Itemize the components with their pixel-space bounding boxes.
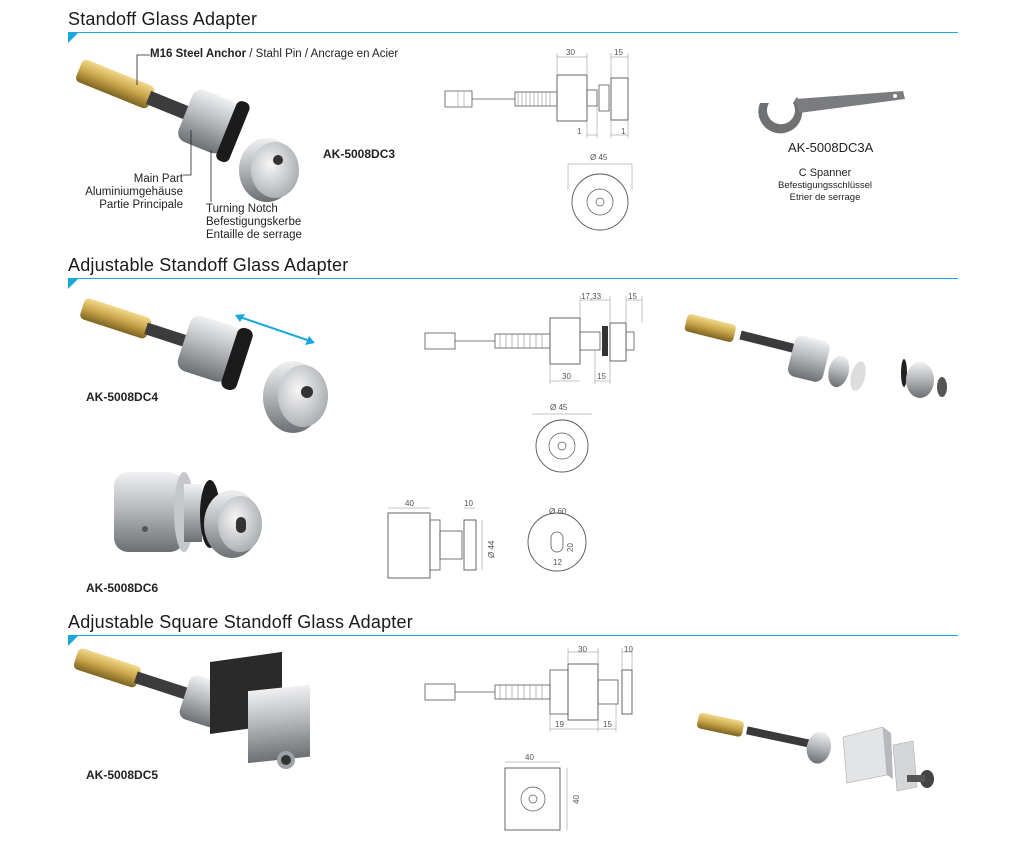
dim-1a: 1 bbox=[577, 127, 582, 136]
adjustable-adapter-image bbox=[80, 298, 328, 433]
dim-19: 19 bbox=[555, 720, 564, 729]
flush-adapter-image bbox=[114, 472, 262, 558]
turning-notch-label: Turning Notch Befestigungskerbe Entaille… bbox=[206, 203, 302, 242]
square-exploded-view bbox=[697, 712, 934, 792]
c-spanner-image bbox=[758, 91, 905, 134]
section-corner-marker bbox=[68, 636, 78, 646]
section-title-standoff: Standoff Glass Adapter bbox=[68, 9, 258, 29]
section-rule bbox=[68, 278, 958, 279]
dim-1b: 1 bbox=[621, 127, 626, 136]
dim-12: 12 bbox=[553, 558, 562, 567]
section-rule bbox=[68, 32, 958, 33]
dim-10: 10 bbox=[624, 645, 633, 654]
anchor-label: M16 Steel Anchor / Stahl Pin / Ancrage e… bbox=[150, 48, 398, 61]
product-code-dc4: AK-5008DC4 bbox=[86, 390, 159, 404]
dim-40: 40 bbox=[405, 499, 414, 508]
dim-15: 15 bbox=[614, 48, 623, 57]
product-code-dc5: AK-5008DC5 bbox=[86, 768, 159, 782]
standoff-adapter-image bbox=[76, 59, 299, 202]
main-part-leader-line bbox=[183, 130, 192, 176]
dim-17-33: 17,33 bbox=[581, 292, 602, 301]
flush-tech-drawing-front: Ø 60 20 12 bbox=[527, 507, 587, 572]
section-corner-marker bbox=[68, 33, 78, 43]
adjustable-tech-drawing-front: Ø 45 bbox=[532, 403, 592, 473]
turning-notch-leader-line bbox=[210, 150, 212, 202]
dim-20: 20 bbox=[566, 543, 575, 552]
standoff-tech-drawing-side bbox=[444, 53, 629, 138]
flush-tech-drawing-side: 40 10 Ø 44 bbox=[387, 499, 496, 579]
turning-notch-de: Befestigungskerbe bbox=[206, 216, 302, 228]
section-corner-marker bbox=[68, 279, 78, 289]
dim-10: 10 bbox=[464, 499, 473, 508]
spanner-label-en: C Spanner bbox=[798, 167, 852, 179]
dim-h40: 40 bbox=[572, 795, 581, 804]
square-adapter-image bbox=[73, 648, 310, 769]
dim-15: 15 bbox=[603, 720, 612, 729]
standoff-tech-dims: 30 15 1 1 bbox=[566, 48, 626, 136]
dim-30: 30 bbox=[578, 645, 587, 654]
dim-dia44: Ø 44 bbox=[487, 540, 496, 558]
spanner-label: C Spanner Befestigungsschlüssel Etrier d… bbox=[760, 167, 890, 204]
dim-dia45: Ø 45 bbox=[550, 403, 568, 412]
section-title-adjustable: Adjustable Standoff Glass Adapter bbox=[68, 255, 349, 275]
anchor-leader-line bbox=[136, 54, 150, 85]
dim-w40: 40 bbox=[525, 753, 534, 762]
spanner-code: AK-5008DC3A bbox=[788, 140, 874, 155]
dim-30: 30 bbox=[566, 48, 575, 57]
spanner-label-de: Befestigungsschlüssel bbox=[778, 180, 872, 191]
main-part-en: Main Part bbox=[133, 173, 183, 185]
anchor-label-main: M16 Steel Anchor bbox=[150, 48, 247, 60]
turning-notch-fr: Entaille de serrage bbox=[206, 229, 302, 241]
dim-dia45: Ø 45 bbox=[590, 153, 608, 162]
adjustable-tech-drawing-side: 17,33 15 30 15 bbox=[424, 292, 643, 384]
square-tech-drawing-side: 30 10 19 15 bbox=[424, 645, 633, 732]
anchor-label-rest: / Stahl Pin / Ancrage en Acier bbox=[246, 48, 399, 60]
standoff-tech-drawing-front: Ø 45 bbox=[567, 153, 633, 231]
square-tech-drawing-front: 40 40 bbox=[504, 753, 581, 831]
dim-dia60: Ø 60 bbox=[549, 507, 567, 516]
section-title-square: Adjustable Square Standoff Glass Adapter bbox=[68, 612, 413, 632]
section-rule bbox=[68, 635, 958, 636]
adjustable-exploded-view bbox=[684, 314, 947, 398]
dim-15b: 15 bbox=[597, 372, 606, 381]
product-code-dc3: AK-5008DC3 bbox=[323, 147, 396, 161]
main-part-label: Main Part Aluminiumgehäuse Partie Princi… bbox=[70, 173, 183, 212]
main-part-fr: Partie Principale bbox=[99, 199, 183, 211]
spanner-label-fr: Etrier de serrage bbox=[789, 192, 861, 203]
dim-15: 15 bbox=[628, 292, 637, 301]
product-code-dc6: AK-5008DC6 bbox=[86, 581, 159, 595]
dim-30: 30 bbox=[562, 372, 571, 381]
turning-notch-en: Turning Notch bbox=[206, 203, 278, 215]
main-part-de: Aluminiumgehäuse bbox=[85, 186, 183, 198]
